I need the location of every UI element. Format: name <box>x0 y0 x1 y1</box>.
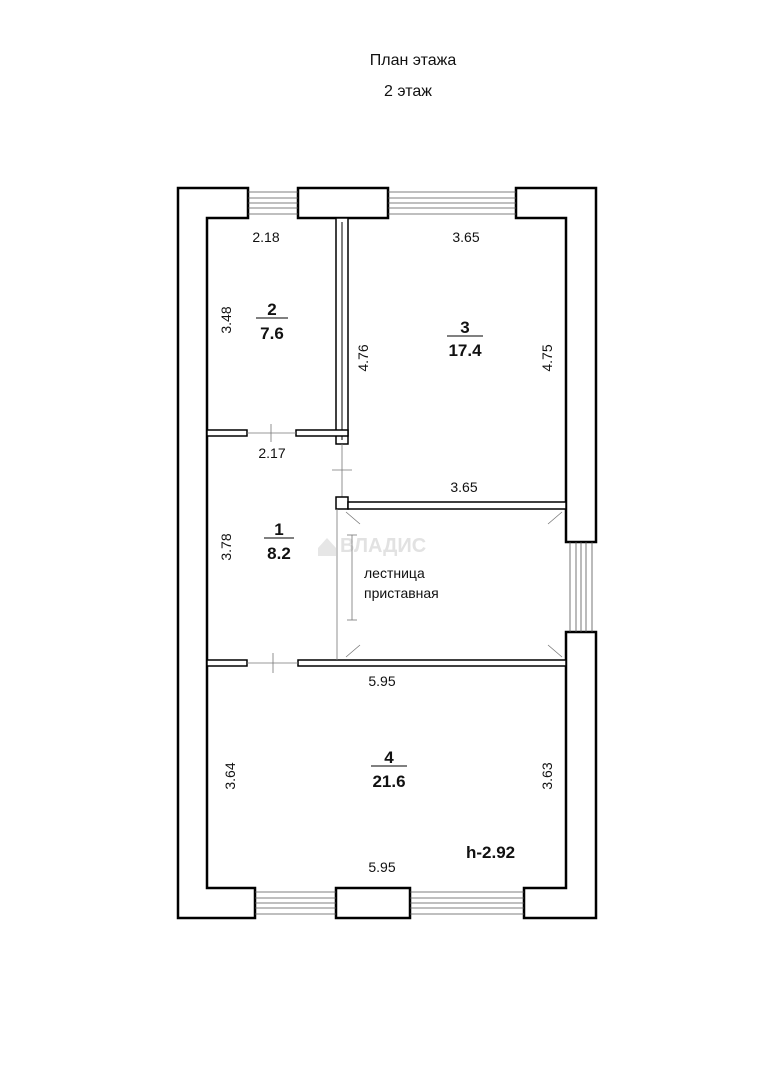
dim-room-4-top: 5.95 <box>368 673 395 689</box>
window-right <box>569 542 593 632</box>
room-3-number: 3 <box>460 318 469 337</box>
window-bottom-left <box>255 891 336 915</box>
room-2-number: 2 <box>267 300 276 319</box>
window-bottom-right <box>410 891 524 915</box>
room-3-area: 17.4 <box>448 341 482 360</box>
wall-right-lower <box>522 630 598 920</box>
plan-title: План этажа <box>370 52 457 69</box>
dim-room-3-top: 3.65 <box>452 229 479 245</box>
watermark: ВЛАДИС <box>318 535 426 557</box>
room-1-area: 8.2 <box>267 544 291 563</box>
dim-room-2-left: 3.48 <box>218 306 234 333</box>
dim-room-4-right: 3.63 <box>539 762 555 789</box>
dim-room-4-left: 3.64 <box>222 762 238 789</box>
room-4-number: 4 <box>384 748 394 767</box>
room-4-label: 4 21.6 <box>371 748 407 791</box>
partition-1-4-left <box>206 659 248 667</box>
window-top-left <box>248 191 298 215</box>
partition-2-1-left <box>206 429 248 437</box>
room-1-label: 1 8.2 <box>264 520 294 563</box>
stair-opening: лестница приставная <box>336 509 563 660</box>
room-3-label: 3 17.4 <box>447 318 483 360</box>
dim-room-1-left: 3.78 <box>218 533 234 560</box>
room-2-label: 2 7.6 <box>256 300 288 343</box>
room-4-area: 21.6 <box>372 772 405 791</box>
wall-top-pier <box>296 186 390 220</box>
dim-room-4-bottom: 5.95 <box>368 859 395 875</box>
partition-3-stair <box>335 496 349 510</box>
dim-room-2-top: 2.18 <box>252 229 279 245</box>
interior-walls <box>206 217 567 673</box>
ceiling-height: h-2.92 <box>466 843 515 862</box>
partition-2-1-right <box>295 429 349 437</box>
room-2-area: 7.6 <box>260 324 284 343</box>
stair-note-line-1: лестница <box>364 565 425 581</box>
stair-note-line-2: приставная <box>364 585 439 601</box>
wall-bottom-pier <box>334 886 412 920</box>
window-top-right <box>388 191 516 215</box>
partition-1-4-right <box>297 659 567 667</box>
dim-room-1-top: 2.17 <box>258 445 285 461</box>
floor-subtitle: 2 этаж <box>384 83 432 100</box>
dim-room-3-bottom: 3.65 <box>450 479 477 495</box>
windows <box>248 191 593 915</box>
dim-room-2-right: 4.76 <box>355 344 371 371</box>
wall-left <box>176 186 257 920</box>
house-icon <box>318 538 336 556</box>
wall-right-upper <box>514 186 598 544</box>
dim-room-3-right: 4.75 <box>539 344 555 371</box>
partition-3-stair-long <box>347 501 567 510</box>
room-1-number: 1 <box>274 520 283 539</box>
watermark-text: ВЛАДИС <box>340 535 426 557</box>
